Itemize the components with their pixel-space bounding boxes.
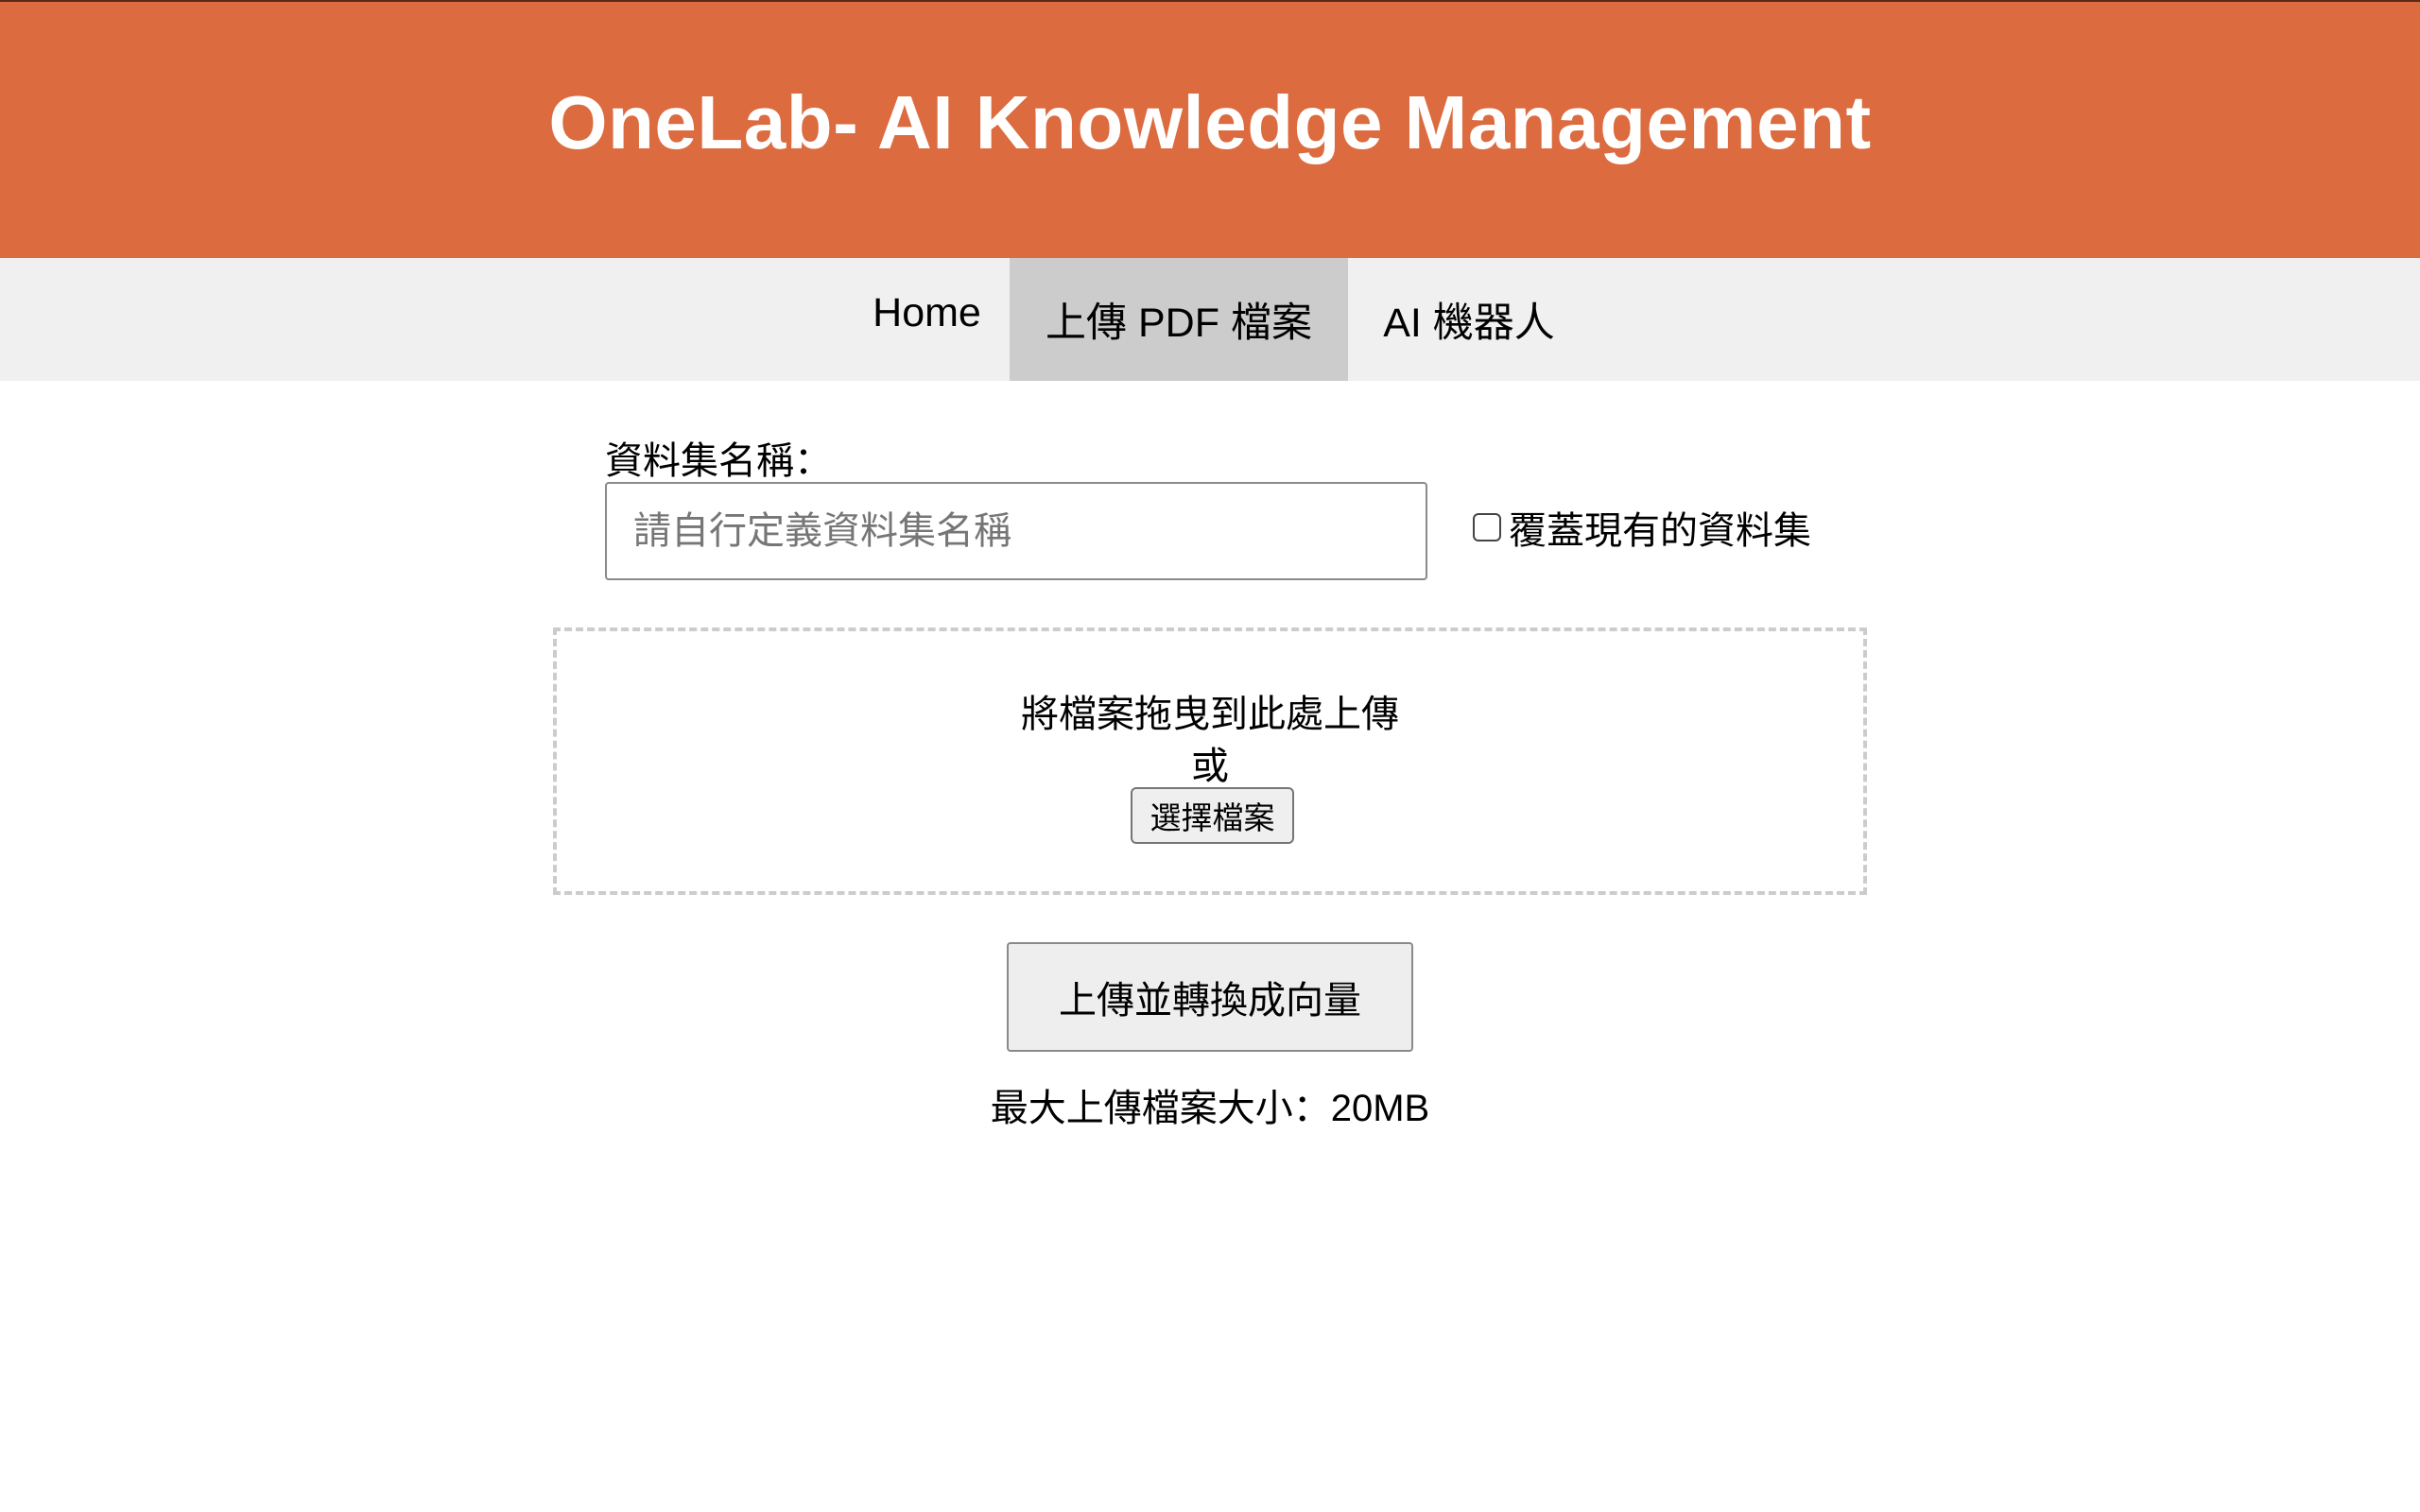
nav-item-ai-bot[interactable]: AI 機器人 — [1348, 258, 1590, 381]
app-header: OneLab- AI Knowledge Management — [0, 0, 2420, 258]
choose-file-button[interactable]: 選擇檔案 — [1131, 787, 1294, 844]
drop-or-text: 或 — [1191, 746, 1229, 787]
nav-item-home-label: Home — [873, 289, 981, 335]
upload-and-vectorize-button[interactable]: 上傳並轉換成向量 — [1007, 942, 1413, 1052]
drop-instructions: 將檔案拖曳到此處上傳 — [1021, 694, 1399, 735]
nav-item-upload-pdf-label: 上傳 PDF 檔案 — [1046, 301, 1312, 346]
file-drop-zone[interactable]: 將檔案拖曳到此處上傳 或 選擇檔案 — [553, 627, 1867, 895]
dataset-name-input[interactable] — [605, 482, 1427, 580]
max-upload-size-text: 最大上傳檔案大小：20MB — [990, 1088, 1430, 1129]
overwrite-dataset-label[interactable]: 覆蓋現有的資料集 — [1509, 510, 1811, 552]
overwrite-dataset-option[interactable]: 覆蓋現有的資料集 — [1473, 501, 1811, 554]
nav-item-ai-bot-label: AI 機器人 — [1383, 301, 1555, 346]
dataset-name-label: 資料集名稱： — [605, 440, 832, 482]
page-title: OneLab- AI Knowledge Management — [548, 79, 1872, 164]
nav-bar: Home 上傳 PDF 檔案 AI 機器人 — [0, 258, 2420, 381]
nav-item-upload-pdf[interactable]: 上傳 PDF 檔案 — [1010, 258, 1348, 381]
overwrite-dataset-checkbox[interactable] — [1473, 513, 1501, 541]
nav-item-home[interactable]: Home — [844, 258, 1010, 381]
